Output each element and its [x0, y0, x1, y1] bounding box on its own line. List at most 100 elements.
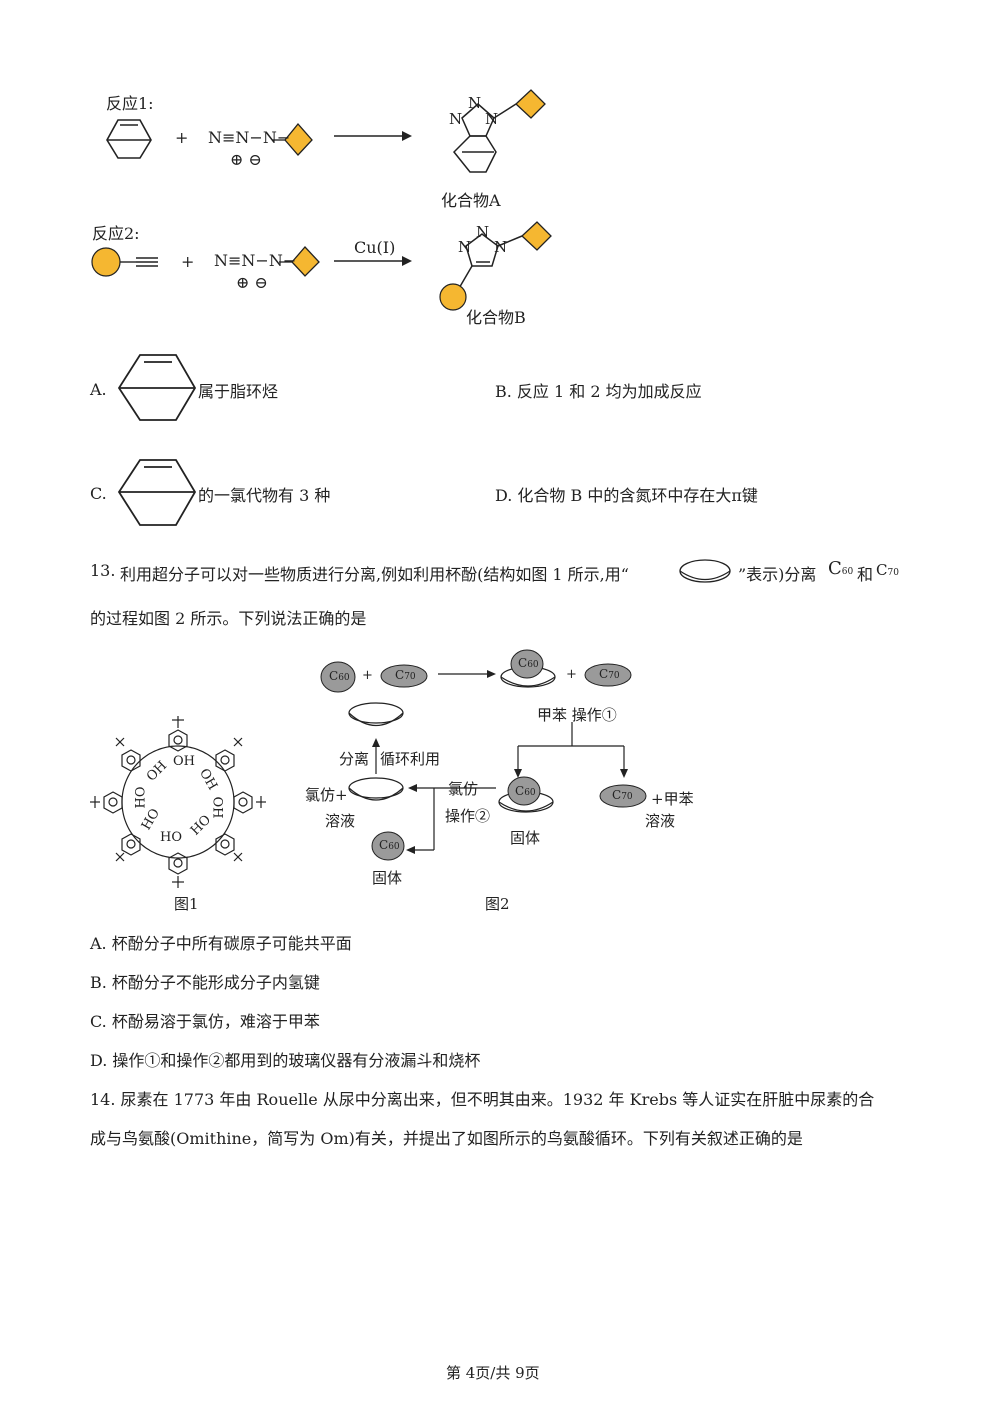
- reaction1-label: 反应1:: [106, 94, 154, 113]
- r1-plus: +: [175, 128, 189, 147]
- option-a-text: 属于脂环烃: [198, 382, 279, 401]
- fig2-chloroform-plus: 氯仿+: [305, 786, 348, 804]
- option-c-letter: C.: [90, 484, 107, 503]
- compound-b-structure: [457, 233, 523, 291]
- arrow-left-1-icon: [408, 784, 417, 792]
- q13-stem-part2: ”表示)分离: [738, 565, 817, 584]
- calixarene-bowl-inline-icon: [679, 559, 731, 583]
- benzene-ring-2: [215, 749, 235, 772]
- fig1-oh-5: OH: [209, 796, 225, 819]
- arrow-up-icon: [372, 738, 380, 774]
- c60-label-1: C60: [329, 669, 350, 683]
- q13-option-b: B. 杯酚分子不能形成分子内氢键: [90, 973, 320, 992]
- option-b-text: B. 反应 1 和 2 均为加成反应: [495, 382, 702, 401]
- azide2-diamond-icon: [291, 246, 320, 277]
- c60-label-3: C60: [515, 784, 536, 798]
- r1-azide: N≡N−N−: [208, 128, 291, 147]
- benzene-ring-4: [215, 833, 235, 856]
- arrow-1-icon: [438, 670, 496, 678]
- fig2-chloroform: 氯仿: [448, 780, 479, 798]
- q14-line2: 成与鸟氨酸(Omithine，简写为 Om)有关，并提出了如图所示的鸟氨酸循环。…: [90, 1129, 803, 1148]
- c60-ball-4-icon: [371, 831, 405, 861]
- q13-and: 和: [857, 565, 874, 584]
- fig2-plus-1: +: [362, 668, 373, 683]
- page-footer: 第 4页/共 9页: [446, 1364, 540, 1382]
- compound-a-label: 化合物A: [441, 191, 501, 210]
- option-a-letter: A.: [90, 380, 107, 399]
- c60-ball-1-icon: [320, 661, 356, 693]
- benzene-ring-3: [233, 791, 253, 814]
- r2-azide: N≡N−N−: [214, 251, 297, 270]
- arrow-down-left-icon: [514, 769, 522, 778]
- option-a-norbornene-icon: [117, 354, 197, 421]
- c60-formula: C60: [828, 558, 854, 579]
- tert-butyl-icon: [90, 716, 266, 888]
- c70-label-2: C70: [599, 667, 620, 681]
- compound-b-diamond-icon: [521, 221, 552, 251]
- compound-b-ball-icon: [439, 283, 467, 311]
- c70-ball-1-icon: [380, 664, 428, 688]
- atom-n-a1: N: [468, 94, 482, 112]
- c60-ball-2-icon: [510, 649, 544, 679]
- arrow-down-right-icon: [620, 769, 628, 778]
- compound-b-label: 化合物B: [466, 308, 526, 327]
- fig1-oh-4: HO: [133, 786, 149, 809]
- atom-n-b2: N: [458, 238, 472, 256]
- fig2-solution: 溶液: [325, 812, 356, 830]
- fig2-separate: 分离: [339, 750, 370, 768]
- fig1-oh-8: HO: [160, 830, 182, 845]
- r2-plus: +: [181, 252, 195, 271]
- fig2-caption: 图2: [485, 895, 510, 913]
- atom-n-b3: N: [494, 238, 508, 256]
- fig2-recycle: 循环利用: [380, 750, 441, 768]
- fig1-oh-1: OH: [173, 754, 195, 769]
- reaction2-arrow-icon: [334, 256, 412, 266]
- c60-label-2: C60: [518, 656, 539, 670]
- fig2-plus-2: +: [566, 667, 577, 682]
- compound-a-diamond-icon: [515, 89, 546, 119]
- c70-label-3: C70: [612, 788, 633, 802]
- atom-n-a2: N: [449, 110, 463, 128]
- benzene-ring-6: [121, 833, 141, 856]
- fig2-solid: 固体: [510, 829, 541, 847]
- catalyst-label: Cu(I): [354, 238, 396, 257]
- arrow-left-2-icon: [406, 846, 415, 854]
- atom-n-a3: N: [485, 110, 499, 128]
- reaction2-label: 反应2:: [92, 224, 140, 243]
- q13-option-a: A. 杯酚分子中所有碳原子可能共平面: [90, 934, 352, 953]
- alkyne-icon: [120, 257, 158, 267]
- figure2-diagram: [320, 649, 647, 861]
- benzene-ring-7: [103, 791, 123, 814]
- c60-ball-3-icon: [507, 776, 541, 806]
- c70-ball-3-icon: [599, 784, 647, 808]
- benzene-ring-1: [168, 729, 188, 752]
- compound-a-structure: [452, 103, 517, 173]
- q13-stem-line2: 的过程如图 2 所示。下列说法正确的是: [90, 609, 367, 628]
- fig2-toluene-op1: 甲苯 操作①: [537, 706, 617, 724]
- r1-charges: ⊕ ⊖: [230, 150, 262, 169]
- benzene-ring-8: [121, 749, 141, 772]
- c70-label-1: C70: [395, 668, 416, 682]
- c70-formula: C70: [876, 561, 899, 579]
- q13-option-c: C. 杯酚易溶于氯仿，难溶于甲苯: [90, 1012, 320, 1031]
- norbornene-icon: [106, 119, 152, 159]
- fig1-caption: 图1: [174, 895, 199, 913]
- q13-stem-part1: 利用超分子可以对一些物质进行分离,例如利用杯酚(结构如图 1 所示,用“: [120, 565, 629, 584]
- fig2-op2: 操作②: [445, 807, 491, 825]
- c70-ball-2-icon: [584, 663, 632, 687]
- q13-option-d: D. 操作①和操作②都用到的玻璃仪器有分液漏斗和烧杯: [90, 1051, 481, 1070]
- option-c-text: 的一氯代物有 3 种: [198, 486, 331, 505]
- c60-label-4: C60: [379, 838, 400, 852]
- calixarene-structure: [90, 716, 266, 888]
- azide-diamond-icon: [284, 122, 313, 156]
- benzene-ring-5: [168, 852, 188, 875]
- atom-n-b1: N: [476, 223, 490, 241]
- fig2-plus-toluene: +甲苯: [651, 790, 694, 808]
- q14-line1: 14. 尿素在 1773 年由 Rouelle 从尿中分离出来，但不明其由来。1…: [90, 1090, 875, 1109]
- fig2-solid2: 固体: [372, 869, 403, 887]
- reaction1-arrow-icon: [334, 131, 412, 141]
- q13-number: 13.: [90, 561, 116, 580]
- branch-lines: [517, 722, 625, 772]
- fig2-solution2: 溶液: [645, 812, 676, 830]
